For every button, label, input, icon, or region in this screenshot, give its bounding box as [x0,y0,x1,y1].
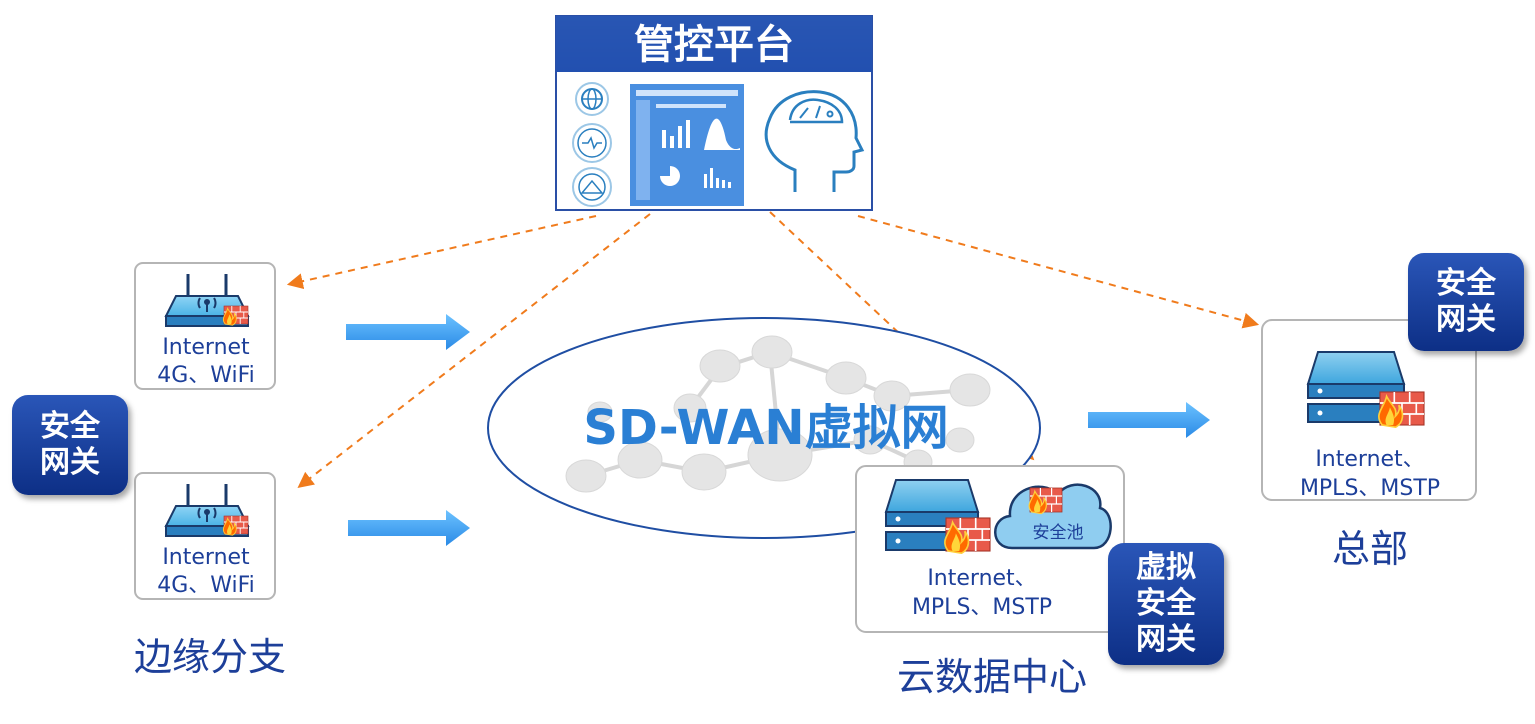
hq-gateway-badge-line1: 安全 [1436,266,1496,301]
dashboard-icon [630,84,744,206]
arrow-edge2-to-sdwan [348,510,470,546]
edge-device-1-line2: 4G、WiFi [157,363,255,388]
firewall-icon [1378,391,1425,429]
globe-icon [575,82,609,116]
link-platform-hq [857,215,1260,329]
clouddc-badge-line3: 网关 [1136,622,1196,657]
arrow-edge1-to-sdwan [346,314,470,350]
edge-gateway-badge-line1: 安全 [40,409,100,444]
hq-line1: Internet、 [1315,447,1424,472]
radar-icon [572,167,612,207]
platform-title: 管控平台 [634,22,794,68]
monitor-icon [572,123,612,163]
edge-region-label: 边缘分支 [134,635,286,679]
clouddc-badge-line1: 虚拟 [1136,550,1196,585]
cloud-dc-card: 安全池 Internet、 MPLS、MSTP [855,465,1125,633]
mesh-nodes [565,335,991,493]
link-platform-edge1 [286,215,597,290]
edge-device-1: Internet 4G、WiFi [134,262,276,390]
firewall-icon [222,515,249,536]
clouddc-badge-line2: 安全 [1136,586,1196,621]
sdwan-network: SD-WAN虚拟网 [487,317,1041,539]
management-platform: 管控平台 [555,15,873,211]
hq-line2: MPLS、MSTP [1300,476,1440,501]
edge-gateway-badge: 安全 网关 [12,395,128,495]
hq-region-label: 总部 [1332,527,1408,571]
edge-gateway-badge-line2: 网关 [40,445,100,480]
flow-arrows [346,314,1210,546]
clouddc-virtual-gateway-badge: 虚拟 安全 网关 [1108,543,1224,665]
cloud-dc-line1: Internet、 [927,566,1036,591]
edge-device-1-line1: Internet [162,335,250,360]
ai-head-icon [764,90,865,192]
hq-gateway-badge-line2: 网关 [1436,302,1496,337]
cloud-dc-line2: MPLS、MSTP [912,595,1052,620]
edge-device-2-line2: 4G、WiFi [157,573,255,598]
firewall-icon [944,517,991,555]
edge-device-2-line1: Internet [162,545,250,570]
clouddc-region-label: 云数据中心 [897,655,1087,699]
cloud-icon [994,483,1112,550]
arrow-sdwan-to-hq [1088,402,1210,438]
link-platform-edge2 [297,213,651,488]
sdwan-title: SD-WAN虚拟网 [583,400,948,456]
hq-card: Internet、 MPLS、MSTP [1261,319,1477,501]
security-pool-label: 安全池 [1033,523,1084,543]
firewall-icon [222,305,249,326]
hq-gateway-badge: 安全 网关 [1408,253,1524,351]
edge-device-2: Internet 4G、WiFi [134,472,276,600]
